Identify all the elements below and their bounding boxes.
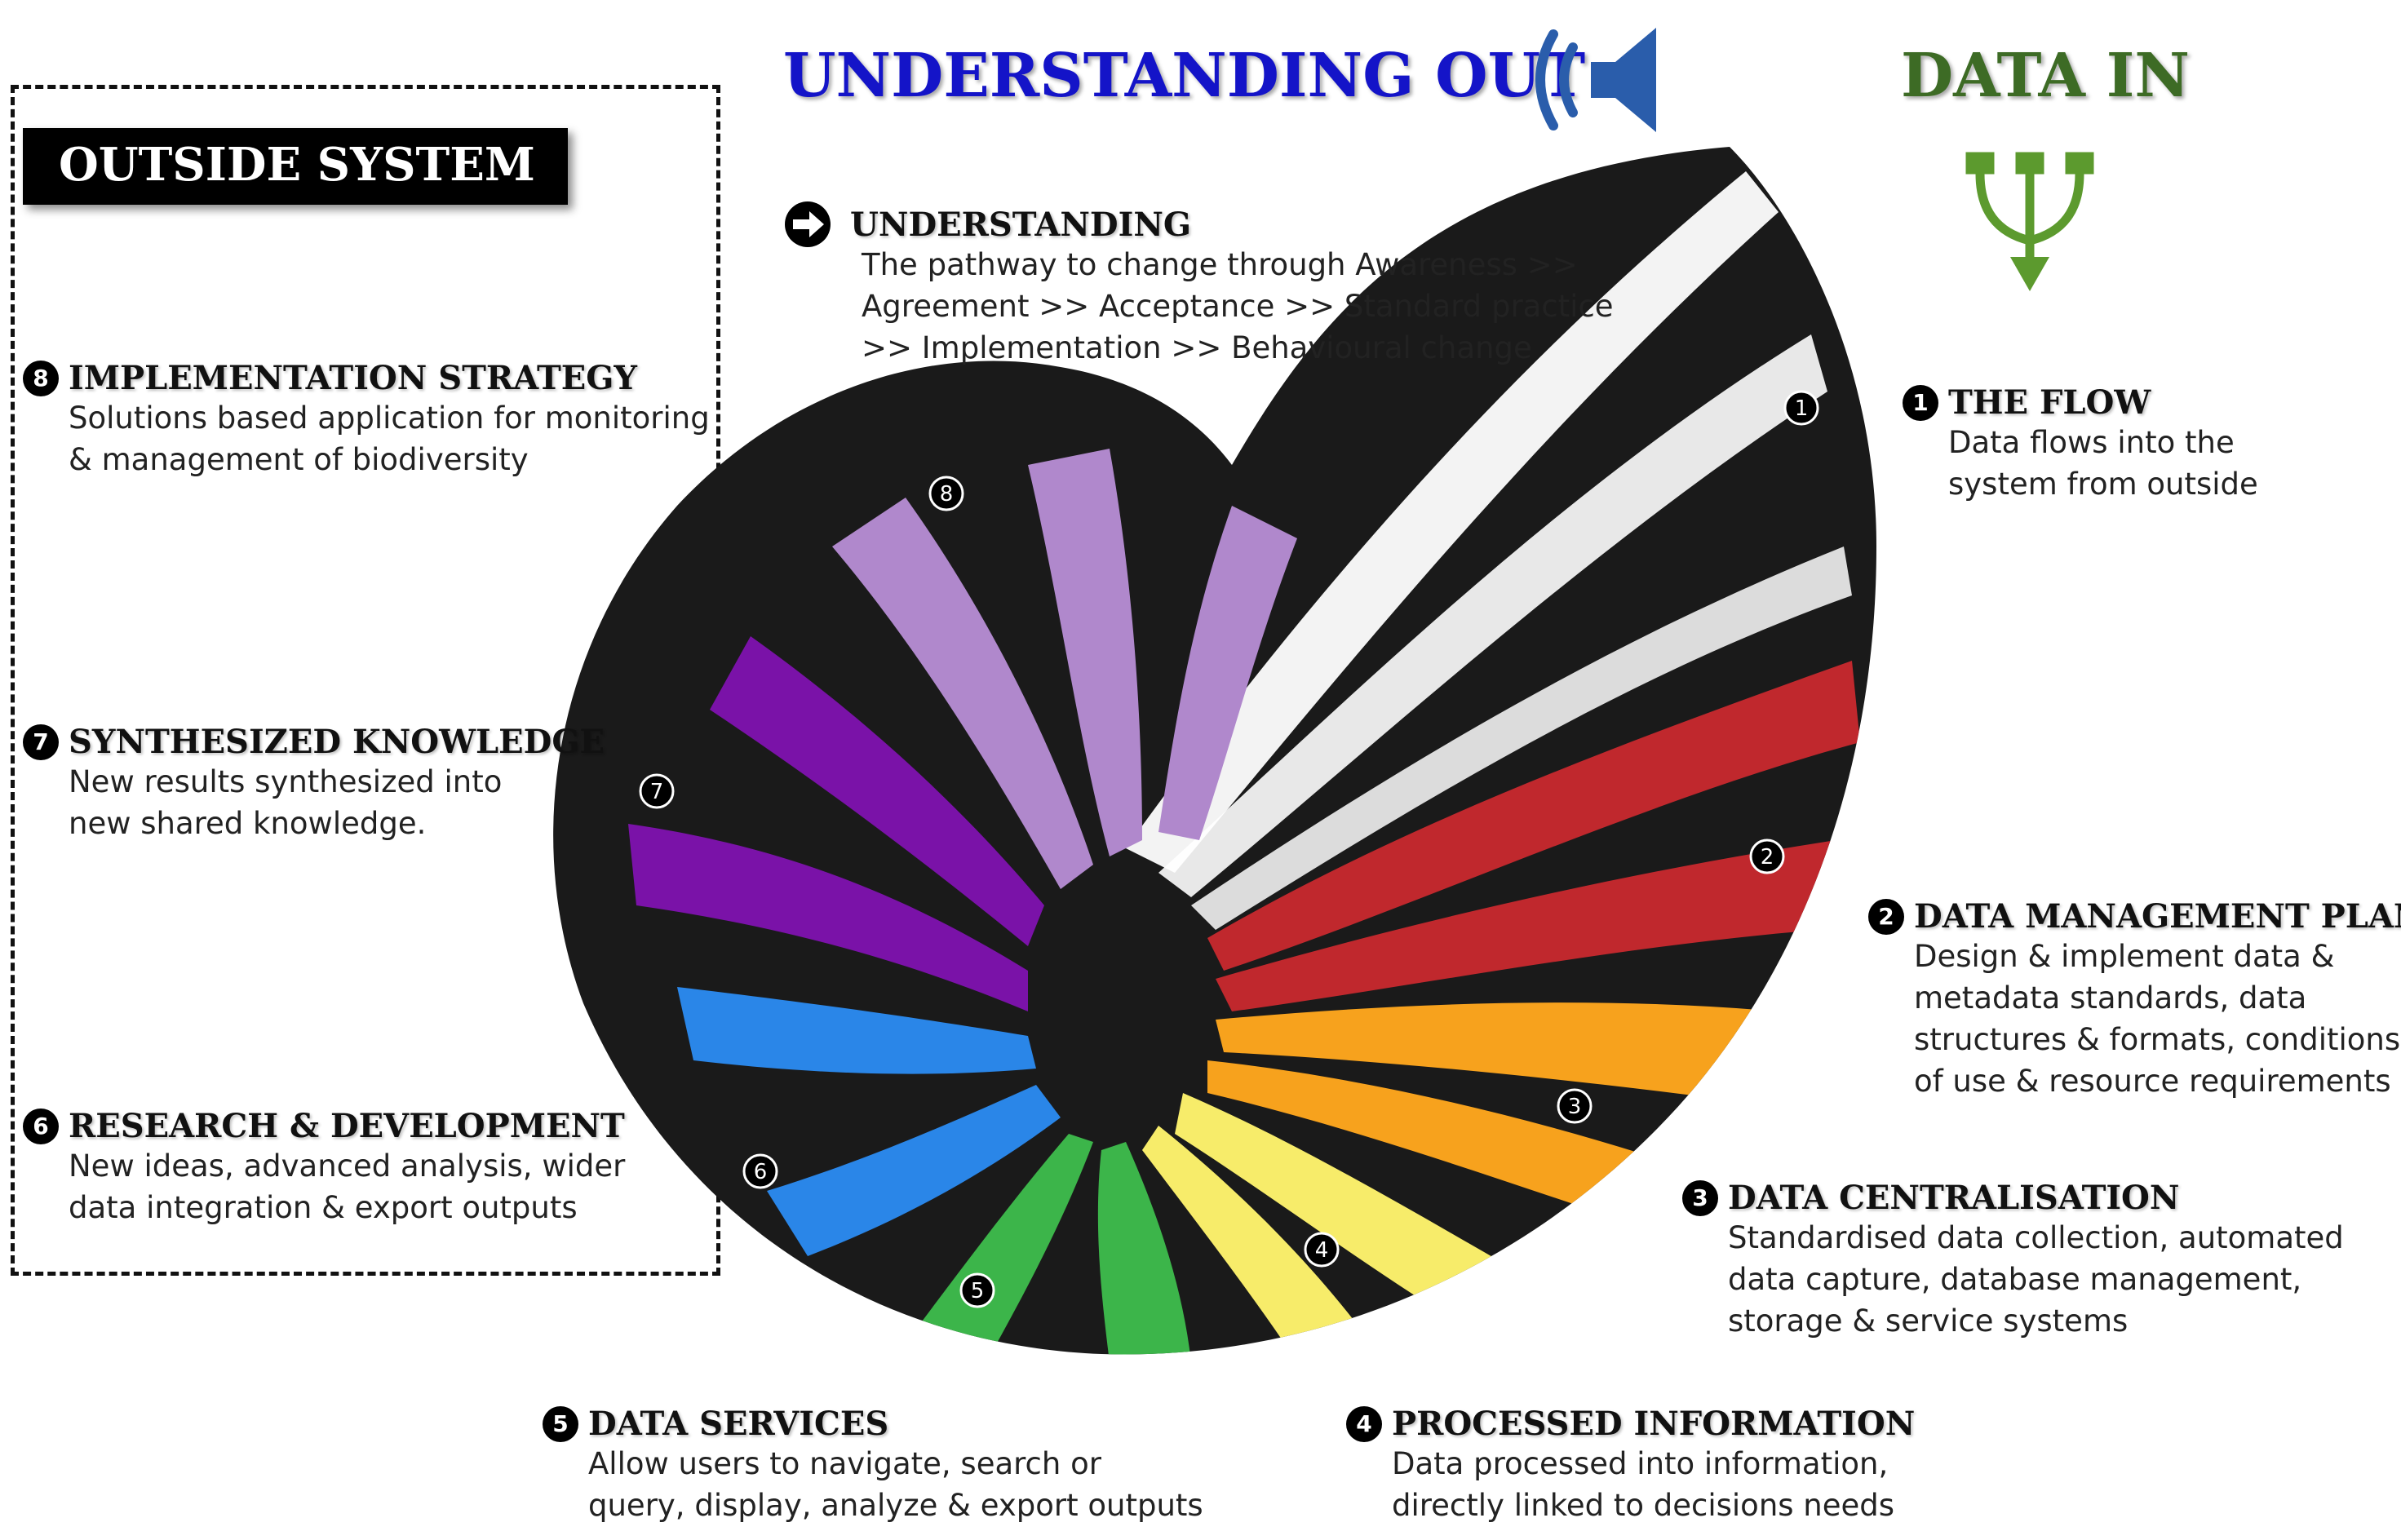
stage-5-number: 5: [543, 1405, 578, 1442]
stage-5-block: 5 DATA SERVICES Allow users to navigate, …: [543, 1405, 1203, 1526]
stage-2-block: 2 DATA MANAGEMENT PLAN Design & implement…: [1868, 897, 2401, 1102]
stage-2-title: DATA MANAGEMENT PLAN: [1914, 897, 2401, 936]
svg-text:3: 3: [1568, 1095, 1582, 1119]
stage-7-desc-line: New results synthesized into: [69, 764, 503, 799]
stage-6-number: 6: [23, 1108, 59, 1144]
stage-4-number: 4: [1346, 1405, 1382, 1442]
understanding-block: UNDERSTANDING The pathway to change thro…: [783, 200, 1614, 369]
stage-3-desc-line: Standardised data collection, automated: [1728, 1220, 2344, 1255]
stage-8-block: 8 IMPLEMENTATION STRATEGY Solutions based…: [23, 359, 710, 480]
shell-marker-1: 1: [1783, 390, 1819, 426]
stage-8-number: 8: [23, 360, 59, 396]
stage-2-desc-line: of use & resource requirements: [1914, 1064, 2391, 1099]
stage-6-title: RESEARCH & DEVELOPMENT: [69, 1107, 625, 1145]
stage-7-number: 7: [23, 724, 59, 760]
stage-3-number: 3: [1682, 1179, 1718, 1216]
stage-8-desc-line: & management of biodiversity: [69, 442, 529, 477]
stage-3-desc-line: storage & service systems: [1728, 1303, 2129, 1339]
shell-marker-4: 4: [1304, 1232, 1340, 1268]
stage-1-number: 1: [1903, 384, 1938, 421]
stage-5-desc-line: query, display, analyze & export outputs: [588, 1488, 1203, 1523]
understanding-line: >> Implementation >> Behavioural change: [862, 330, 1532, 365]
stage-2-desc-line: Design & implement data &: [1914, 939, 2335, 974]
stage-3-title: DATA CENTRALISATION: [1728, 1179, 2180, 1217]
nautilus-shell-diagram: 1 2 3 4 5 6 7 8: [553, 147, 1877, 1355]
shell-marker-6: 6: [742, 1153, 778, 1189]
stage-5-title: DATA SERVICES: [588, 1405, 889, 1443]
data-in-heading: DATA IN: [1901, 41, 2190, 111]
stage-6-desc-line: New ideas, advanced analysis, wider: [69, 1148, 626, 1184]
stage-5-desc-line: Allow users to navigate, search or: [588, 1446, 1101, 1481]
stage-1-title: THE FLOW: [1948, 383, 2151, 422]
stage-1-block: 1 THE FLOW Data flows into the system fro…: [1903, 383, 2258, 505]
svg-text:1: 1: [1795, 396, 1809, 421]
shell-marker-7: 7: [639, 773, 675, 809]
stage-1-desc-line: system from outside: [1948, 467, 2258, 502]
stage-4-title: PROCESSED INFORMATION: [1392, 1405, 1916, 1443]
stage-8-desc-line: Solutions based application for monitori…: [69, 400, 710, 436]
stage-4-desc-line: Data processed into information,: [1392, 1446, 1889, 1481]
stage-3-block: 3 DATA CENTRALISATION Standardised data c…: [1682, 1179, 2344, 1342]
svg-text:4: 4: [1315, 1238, 1329, 1263]
shell-marker-2: 2: [1749, 839, 1785, 874]
svg-text:2: 2: [1761, 845, 1774, 870]
shell-marker-3: 3: [1557, 1088, 1593, 1124]
svg-text:6: 6: [754, 1160, 768, 1184]
speaker-icon: [1535, 28, 1656, 132]
stage-1-desc-line: Data flows into the: [1948, 425, 2235, 460]
stage-4-desc-line: directly linked to decisions needs: [1392, 1488, 1895, 1523]
stage-2-desc-line: metadata standards, data: [1914, 980, 2307, 1016]
branching-arrow-down-icon: [1965, 152, 2094, 291]
outside-system-label: OUTSIDE SYSTEM: [23, 128, 568, 205]
stage-6-desc-line: data integration & export outputs: [69, 1190, 578, 1225]
understanding-line: Agreement >> Acceptance >> Standard prac…: [862, 289, 1614, 324]
shell-marker-5: 5: [959, 1272, 995, 1308]
stage-2-desc-line: structures & formats, conditions: [1914, 1022, 2401, 1057]
understanding-out-heading: UNDERSTANDING OUT: [783, 41, 1586, 111]
stage-2-number: 2: [1868, 898, 1904, 935]
stage-7-desc-line: new shared knowledge.: [69, 806, 427, 841]
svg-text:5: 5: [971, 1279, 985, 1303]
svg-text:8: 8: [940, 482, 954, 507]
stage-7-block: 7 SYNTHESIZED KNOWLEDGE New results synth…: [23, 723, 605, 844]
stage-6-block: 6 RESEARCH & DEVELOPMENT New ideas, advan…: [23, 1107, 625, 1228]
understanding-line: The pathway to change through Awareness …: [862, 247, 1578, 282]
stage-8-title: IMPLEMENTATION STRATEGY: [69, 359, 637, 397]
stage-4-block: 4 PROCESSED INFORMATION Data processed in…: [1346, 1405, 1915, 1526]
stage-7-title: SYNTHESIZED KNOWLEDGE: [69, 723, 605, 761]
svg-text:7: 7: [650, 780, 664, 804]
understanding-title: UNDERSTANDING: [850, 205, 1192, 244]
shell-marker-8: 8: [928, 476, 964, 511]
stage-3-desc-line: data capture, database management,: [1728, 1262, 2302, 1297]
arrow-circle-right-icon: [785, 201, 831, 247]
